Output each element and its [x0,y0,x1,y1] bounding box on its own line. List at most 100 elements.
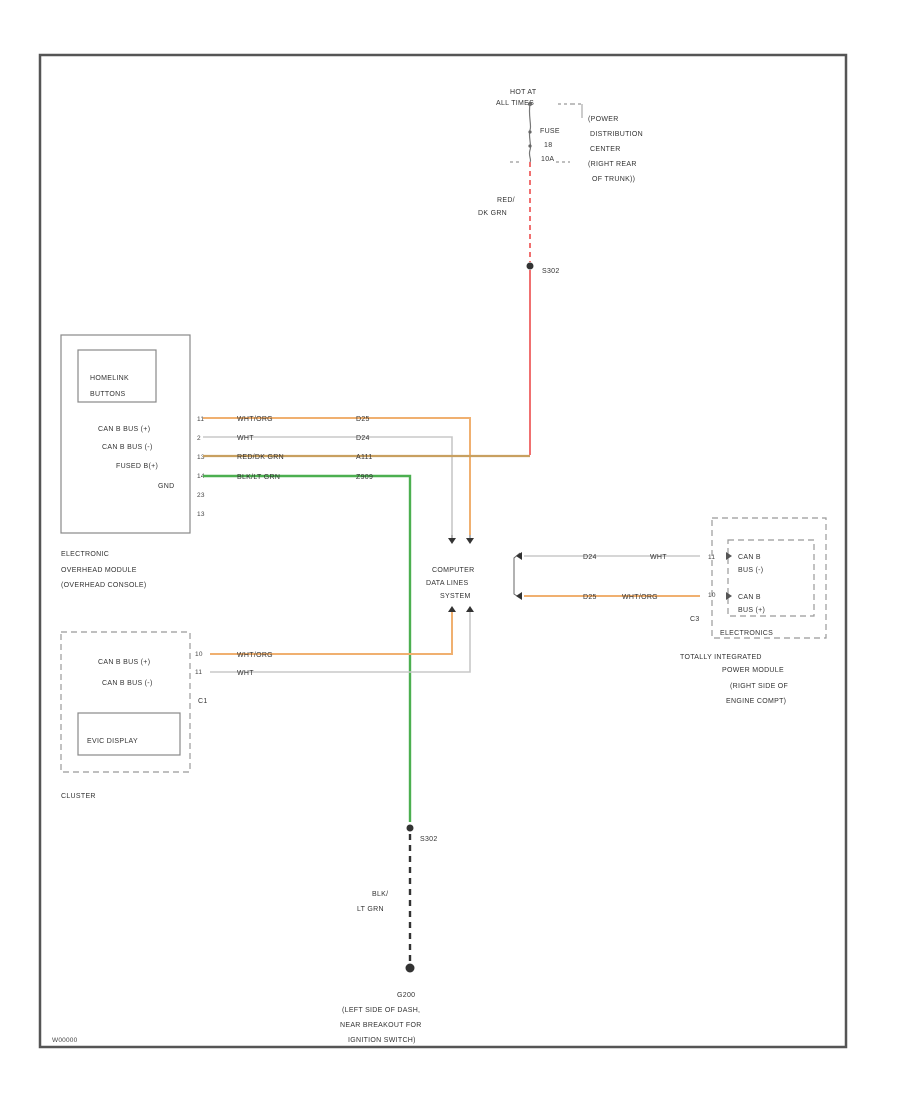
cdl-line-2: DATA LINES [426,580,468,587]
cluster-pin-can-b-plus: CAN B BUS (+) [98,659,150,666]
overhead-pin-number-6: 13 [197,511,205,518]
power-distribution-center: HOT AT ALL TIMES FUSE 18 10A (POWER DIST… [496,89,643,183]
cdl-line-3: SYSTEM [440,593,471,600]
ground-label-2: (LEFT SIDE OF DASH, [342,1007,420,1014]
cdl-arrow-6-icon [516,592,522,600]
tipm-electronics-box [727,539,815,617]
overhead-wire-3-circuit: A111 [356,454,373,461]
fuse-icon [528,103,532,163]
cluster-box [60,631,191,773]
ground-label-4: IGNITION SWITCH) [348,1037,416,1044]
overhead-pin-number-5: 23 [197,492,205,499]
overhead-wire-wht: WHT D24 [203,435,453,535]
pdc-line-5: OF TRUNK)) [592,176,635,183]
splice-top-dot [526,262,534,270]
fuse-amps: 10A [541,156,554,163]
ground-icon [405,963,415,973]
tipm-name-1: TOTALLY INTEGRATED [680,654,762,661]
red-wire-label-line-1: RED/ [497,197,515,204]
electronic-overhead-module: HOMELINK BUTTONS CAN B BUS (+) CAN B BUS… [60,334,205,589]
overhead-wire-2-circuit: D24 [356,435,370,442]
cluster-pin-number-1: 10 [195,651,203,658]
overhead-wire-wht-org: WHT/ORG D25 [203,416,471,535]
ground-label-3: NEAR BREAKOUT FOR [340,1022,422,1029]
cluster-pin-number-2: 11 [195,669,202,676]
tipm-pin-1-label-1: CAN B [738,554,761,561]
tipm-name-2: POWER MODULE [722,667,784,674]
hot-at-label: HOT AT [510,89,537,96]
splice-top-label: S302 [542,268,560,275]
overhead-wire-blk-lt-grn: BLK/LT GRN Z909 [203,474,412,822]
ground-label-1: G200 [397,992,415,999]
cdl-arrow-5-icon [516,552,522,560]
tipm-wire-1-color: WHT [650,554,667,561]
cdl-arrow-2-icon [466,538,474,544]
overhead-module-box [60,334,191,534]
overhead-module-name-3: (OVERHEAD CONSOLE) [61,582,147,589]
tipm-pin-2-label-2: BUS (+) [738,607,765,614]
overhead-wire-1-circuit: D25 [356,416,370,423]
cluster-wire-wht: WHT [210,612,471,677]
instrument-cluster: CAN B BUS (+) CAN B BUS (-) 10 11 C1 EVI… [60,631,208,800]
overhead-wire-4-color: BLK/LT GRN [237,474,280,481]
tipm-pin-1-label-2: BUS (-) [738,567,763,574]
pdc-line-2: DISTRIBUTION [590,131,643,138]
cdl-line-1: COMPUTER [432,567,474,574]
overhead-pin-number-1: 11 [197,416,204,423]
tipm-wire-1-circuit: D24 [583,554,597,561]
computer-data-lines-system: COMPUTER DATA LINES SYSTEM [426,535,522,612]
tipm-pin-number-1: 11 [708,554,715,561]
tipm-inner-footer: ELECTRONICS [720,630,773,637]
overhead-pin-number-2: 2 [197,435,201,442]
totally-integrated-power-module: D24 WHT D25 WHT/ORG 11 10 CAN B BUS (-) … [524,517,827,705]
all-times-label: ALL TIMES [496,100,534,107]
pdc-line-3: CENTER [590,146,621,153]
overhead-pin-can-b-plus: CAN B BUS (+) [98,426,150,433]
fuse-label: FUSE [540,128,560,135]
overhead-wire-4-circuit: Z909 [356,474,373,481]
ground-wire-label-2: LT GRN [357,906,384,913]
red-dk-grn-wire: RED/ DK GRN [478,162,531,455]
splice-bottom-dot [406,824,414,832]
homelink-label-2: BUTTONS [90,391,125,398]
pdc-line-1: (POWER [588,116,619,123]
diagram-frame [38,53,848,1049]
overhead-pin-can-b-minus: CAN B BUS (-) [102,444,153,451]
cdl-arrow-3-icon [448,606,456,612]
tipm-wire-2-circuit: D25 [583,594,597,601]
tipm-box [711,517,827,639]
overhead-pin-number-4: 14 [197,473,205,480]
cluster-name: CLUSTER [61,793,96,800]
overhead-wire-3-color: RED/DK GRN [237,454,284,461]
cluster-wire-1-color: WHT/ORG [237,652,273,659]
ground-wire-label-1: BLK/ [372,891,388,898]
pdc-line-4: (RIGHT REAR [588,161,637,168]
overhead-wire-1-color: WHT/ORG [237,416,273,423]
overhead-pin-number-3: 13 [197,454,205,461]
evic-display-box [77,712,181,756]
overhead-wire-2-color: WHT [237,435,254,442]
tipm-name-3: (RIGHT SIDE OF [730,683,788,690]
red-wire-label-line-2: DK GRN [478,210,507,217]
cdl-arrow-4-icon [466,606,474,612]
cluster-pin-can-b-minus: CAN B BUS (-) [102,680,153,687]
homelink-buttons-box [77,349,157,403]
cluster-connector: C1 [198,698,208,705]
homelink-label-1: HOMELINK [90,375,129,382]
overhead-pin-fused-b: FUSED B(+) [116,463,158,470]
tipm-pin-number-2: 10 [708,592,716,599]
evic-display-label: EVIC DISPLAY [87,738,138,745]
overhead-module-name-2: OVERHEAD MODULE [61,567,137,574]
tipm-connector: C3 [690,616,700,623]
tipm-name-4: ENGINE COMPT) [726,698,786,705]
overhead-module-name-1: ELECTRONIC [61,551,109,558]
overhead-wire-red-dk-grn: RED/DK GRN A111 [203,454,530,461]
tipm-pin-2-label-1: CAN B [738,594,761,601]
cluster-wire-wht-org: WHT/ORG [210,612,453,659]
cluster-wire-2-color: WHT [237,670,254,677]
splice-bottom-label: S302 [420,836,438,843]
figure-id: W00000 [52,1037,78,1044]
cdl-arrow-1-icon [448,538,456,544]
tipm-wire-2-color: WHT/ORG [622,594,658,601]
